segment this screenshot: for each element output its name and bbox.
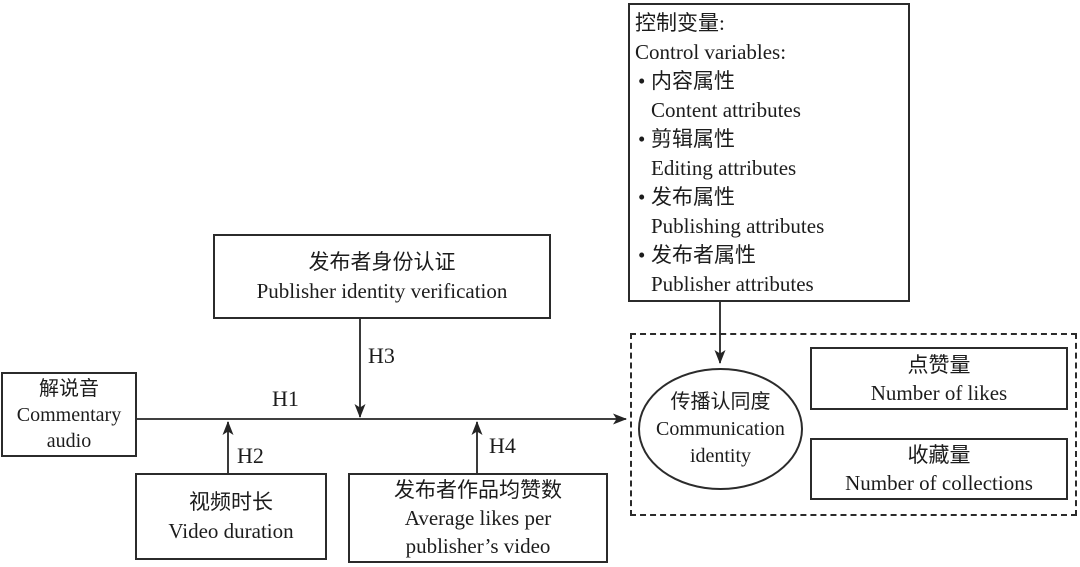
control-item-editing-zh: 剪辑属性 [651,127,735,151]
number-of-likes-box: 点赞量 Number of likes [810,347,1068,410]
control-item-content-en: Content attributes [651,98,801,122]
control-variables-title-zh: 控制变量: [635,11,725,35]
communication-identity-ellipse: 传播认同度 Communication identity [638,368,803,490]
control-item-publisher-en: Publisher attributes [651,272,814,296]
publisher-identity-verification-en: Publisher identity verification [256,278,508,303]
dependent-variables-dashed-box [630,333,1077,516]
bullet-icon: • [638,127,646,151]
control-variables-title-en: Control variables: [635,40,787,64]
communication-identity-en2: identity [689,444,752,467]
h2-label: H2 [237,443,264,468]
control-item-publishing-zh: 发布属性 [651,185,735,209]
control-variables-box: 控制变量: Control variables: • 内容属性 Content … [628,3,910,302]
control-item-publisher: • 发布者属性 [630,241,908,270]
control-item-publisher-zh: 发布者属性 [651,243,756,267]
control-item-publishing-en: Publishing attributes [651,214,825,238]
commentary-audio-zh: 解说音 [39,377,99,400]
control-item-content-zh: 内容属性 [651,69,735,93]
number-of-likes-zh: 点赞量 [907,352,971,377]
average-likes-en1: Average likes per [404,506,552,530]
average-likes-zh: 发布者作品均赞数 [394,478,562,502]
average-likes-en2: publisher’s video [405,534,551,558]
bullet-icon: • [638,185,646,209]
video-duration-zh: 视频时长 [189,489,273,514]
average-likes-box: 发布者作品均赞数 Average likes per publisher’s v… [348,473,608,563]
bullet-icon: • [638,243,646,267]
control-item-content: • 内容属性 [630,67,908,96]
number-of-collections-box: 收藏量 Number of collections [810,438,1068,500]
control-item-editing: • 剪辑属性 [630,125,908,154]
publisher-identity-verification-box: 发布者身份认证 Publisher identity verification [213,234,551,319]
control-item-editing-en: Editing attributes [651,156,797,180]
commentary-audio-en2: audio [46,429,92,452]
bullet-icon: • [638,69,646,93]
control-item-publishing: • 发布属性 [630,183,908,212]
h4-label: H4 [489,433,516,458]
communication-identity-en1: Communication [656,417,785,440]
h1-label: H1 [272,386,299,411]
number-of-collections-en: Number of collections [845,471,1033,495]
publisher-identity-verification-zh: 发布者身份认证 [308,249,456,274]
video-duration-box: 视频时长 Video duration [135,473,327,560]
number-of-collections-zh: 收藏量 [907,443,971,467]
h3-label: H3 [368,343,395,368]
commentary-audio-en1: Commentary [16,403,122,426]
communication-identity-zh: 传播认同度 [670,390,771,413]
number-of-likes-en: Number of likes [870,380,1008,405]
video-duration-en: Video duration [168,518,294,543]
commentary-audio-box: 解说音 Commentary audio [1,372,137,457]
